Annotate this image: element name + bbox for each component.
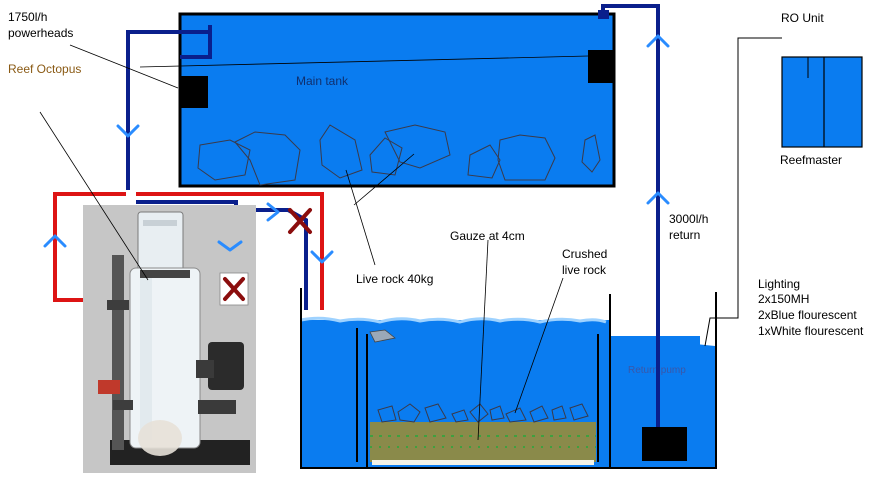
main-tank: [178, 12, 616, 188]
ro-unit: [704, 37, 863, 347]
arrow-right: [266, 202, 280, 222]
crushed-rock-label: Crushed live rock: [562, 247, 611, 277]
reef-octopus-skimmer: [83, 205, 256, 473]
arrow-up-return-top: [646, 34, 670, 48]
ro-unit-label: RO Unit: [781, 11, 824, 25]
gauze-label: Gauze at 4cm: [450, 229, 525, 243]
flow-arrows: [43, 34, 670, 264]
main-tank-water: [178, 12, 616, 188]
reefmaster-label: Reefmaster: [780, 153, 842, 167]
labels: 1750l/h powerheads Reef Octopus Main tan…: [8, 10, 864, 338]
sand-bed: [370, 422, 596, 462]
valve-x-upper: [288, 208, 312, 234]
powerhead-right: [588, 50, 613, 83]
powerheads-label: 1750l/h powerheads: [8, 10, 73, 40]
arrow-up-red-loop: [43, 234, 67, 248]
leader-lines: [39, 44, 589, 441]
lighting-label: Lighting 2x150MH 2xBlue flourescent 1xWh…: [758, 277, 864, 338]
sump-rocks: [377, 403, 589, 423]
arrow-down-drain: [116, 124, 140, 138]
reef-octopus-label: Reef Octopus: [8, 62, 81, 76]
arrow-down-sump: [310, 250, 334, 264]
arrow-up-return-mid: [646, 191, 670, 205]
arrow-down-skimmer: [217, 240, 243, 252]
live-rock-label: Live rock 40kg: [356, 272, 433, 286]
main-tank-label: Main tank: [296, 74, 349, 88]
overflow-weir: [180, 25, 212, 59]
return-pump: [642, 427, 687, 461]
powerhead-left: [181, 76, 208, 108]
main-tank-rocks: [197, 124, 601, 186]
return-pump-label: 3000l/h return: [669, 212, 712, 242]
sump: Return pump: [300, 288, 717, 469]
valve-x-lower: [219, 272, 249, 306]
